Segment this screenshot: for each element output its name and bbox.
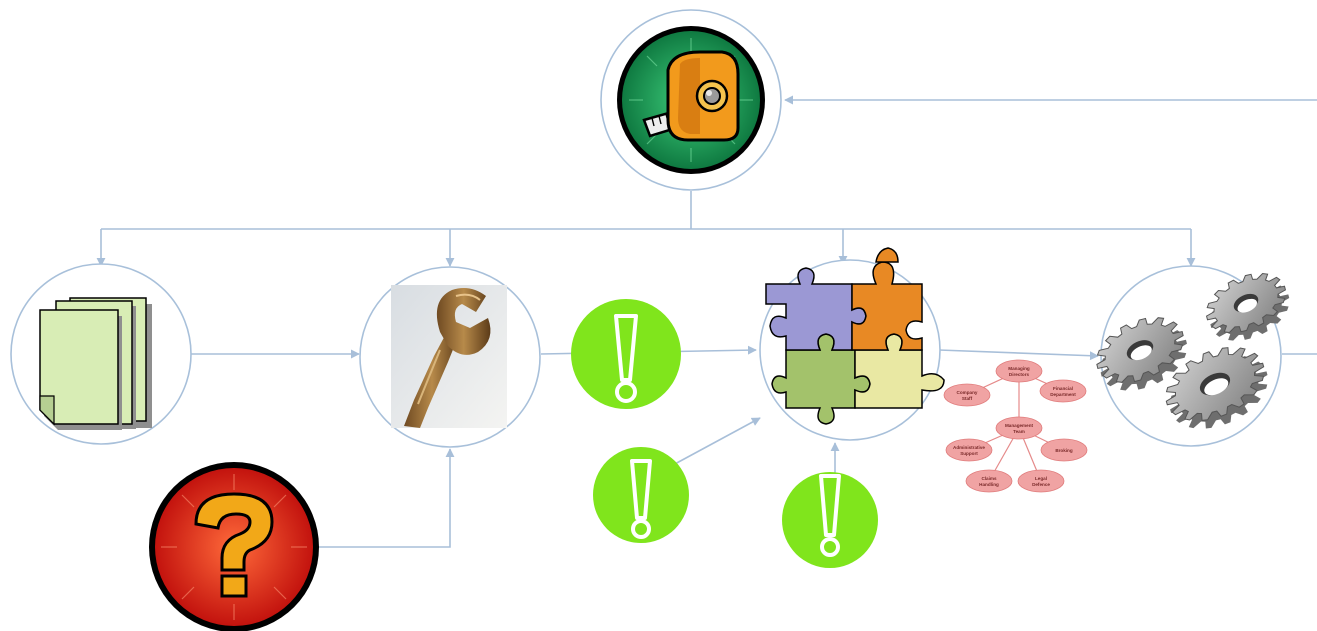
- tools-node: [359, 266, 541, 448]
- gears-icon: [1096, 272, 1290, 429]
- org-node-label: Claims: [981, 476, 997, 481]
- puzzle-pieces-icon: [765, 247, 945, 425]
- alert-node-1: [571, 299, 681, 409]
- question-mark-icon: [149, 462, 319, 631]
- alert-node-3: [782, 472, 878, 568]
- exclamation-icon: [593, 447, 689, 543]
- org-node-label: Managing: [1008, 366, 1030, 371]
- org-node-label: Financial: [1053, 386, 1073, 391]
- operations-node: [1096, 265, 1290, 447]
- org-node-label: Staff: [962, 396, 973, 401]
- org-node-label: Department: [1050, 392, 1076, 397]
- org-node-label: Defence: [1032, 482, 1050, 487]
- question-node: [149, 462, 319, 631]
- org-node-label: Directors: [1009, 372, 1030, 377]
- tape-measure-icon: [617, 26, 765, 174]
- org-node-label: Broking: [1055, 448, 1073, 453]
- stacked-documents-icon: [39, 297, 152, 430]
- integration-node: [759, 247, 945, 441]
- exclamation-icon: [571, 299, 681, 409]
- integration-to-operations: [938, 349, 1099, 361]
- org-node-label: Handling: [979, 482, 999, 487]
- alert-node-2: [593, 447, 689, 543]
- org-node-label: Legal: [1035, 476, 1047, 481]
- org-node-label: Company: [957, 390, 978, 395]
- alert2-to-integration: [672, 417, 761, 466]
- exclamation-icon: [782, 472, 878, 568]
- measure-node: [600, 9, 782, 191]
- org-node: Broking: [1040, 438, 1088, 462]
- documents-node: [10, 263, 192, 445]
- org-node-label: Support: [960, 451, 978, 456]
- question-to-tools: [318, 448, 455, 548]
- org-chart-thumbnail: ManagingDirectorsCompanyStaffFinancialDe…: [943, 359, 1088, 493]
- org-node-label: Administrative: [953, 445, 985, 450]
- org-node-label: Team: [1013, 429, 1025, 434]
- connectors: [96, 95, 1317, 548]
- wrench-icon: [391, 285, 507, 428]
- org-node-label: Management: [1005, 423, 1034, 428]
